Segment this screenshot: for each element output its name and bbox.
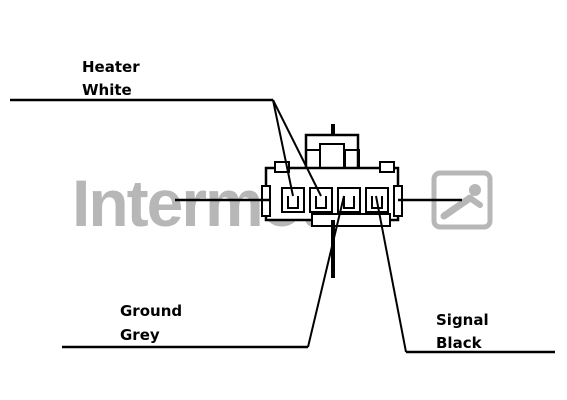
ground-leader [62, 195, 345, 349]
wire-labels: Heater White Ground Grey Signal Black [82, 58, 489, 352]
ground-color-label: Grey [120, 326, 160, 344]
signal-color-label: Black [436, 334, 483, 352]
heater-color-label: White [82, 81, 132, 99]
heater-label: Heater [82, 58, 140, 76]
ground-label: Ground [120, 302, 182, 320]
signal-leader [375, 195, 555, 354]
heater-leader [10, 98, 322, 197]
signal-label: Signal [436, 311, 489, 329]
